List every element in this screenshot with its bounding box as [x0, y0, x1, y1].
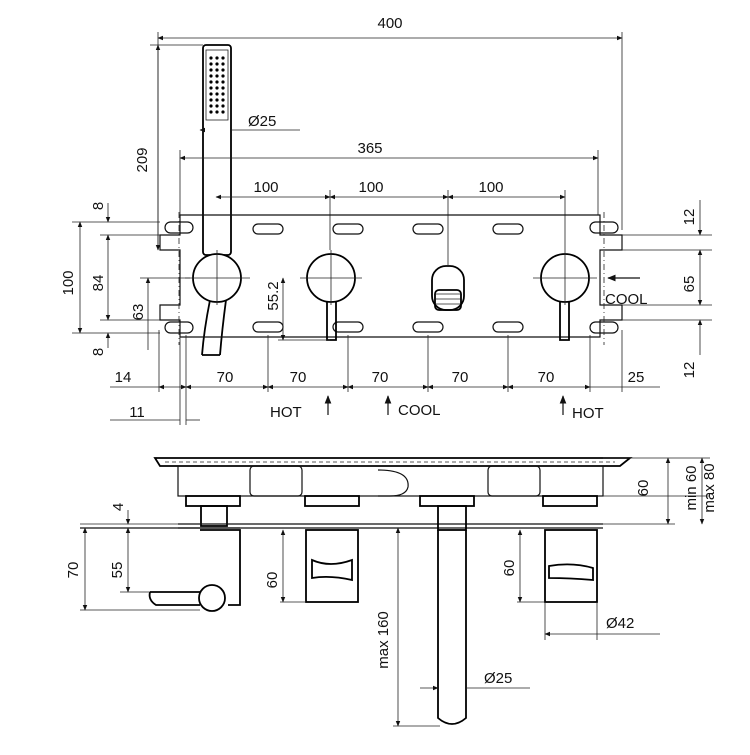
handle-right-plan [533, 250, 597, 341]
dim-depth-right: 60 min 60 max 80 [603, 457, 718, 525]
dim-70-a: 70 [217, 369, 234, 386]
dim-4-label: 4 [110, 503, 127, 511]
dim-365-label: 365 [357, 140, 382, 157]
dim-plate-width: 365 [179, 140, 599, 215]
flow-labels: HOT COOL HOT [270, 395, 604, 422]
spray-holes [209, 56, 225, 114]
dim-70-d: 70 [452, 369, 469, 386]
dim-right-stack: 12 65 12 [622, 200, 712, 378]
dim-400-label: 400 [377, 15, 402, 32]
dim-handshower-diameter: Ø25 [199, 113, 300, 133]
dim-209-label: 209 [134, 147, 151, 172]
dim-d25-label: Ø25 [248, 113, 276, 130]
dim-60-left-handle: 60 [264, 572, 281, 589]
hand-shower [201, 44, 232, 356]
dim-25-label: 25 [628, 369, 645, 386]
dim-right-65: 65 [681, 276, 698, 293]
dim-55-2: 55.2 [265, 277, 330, 341]
dim-left-63: 63 [130, 304, 147, 321]
cartridges [185, 495, 598, 527]
dim-14-label: 14 [115, 369, 132, 386]
label-hot-right: HOT [572, 405, 604, 422]
dim-bottom-row: 14 70 70 70 70 70 25 11 [110, 330, 660, 425]
dim-spout-length: max 160 [375, 527, 440, 727]
dim-handle-diameter: Ø42 [544, 602, 660, 640]
dim-handle-heights: 60 60 [264, 529, 545, 603]
handle-left-plan [185, 250, 250, 305]
dim-100-c: 100 [478, 179, 503, 196]
dim-d42-label: Ø42 [606, 615, 634, 632]
label-cool-right: COOL [605, 291, 648, 308]
dim-spacing: 100 100 100 [215, 179, 566, 265]
dim-11-label: 11 [129, 404, 145, 421]
dim-max-160: max 160 [375, 611, 392, 669]
handle-hot-plan [300, 250, 362, 341]
dim-70-e: 70 [538, 369, 555, 386]
dim-right-12-top: 12 [681, 209, 698, 226]
dim-d25-spout: Ø25 [484, 670, 512, 687]
hot-handle-side [305, 529, 359, 603]
spout-plan [431, 265, 465, 311]
dim-60-right-handle: 60 [501, 560, 518, 577]
label-hot-left: HOT [270, 404, 302, 421]
dim-left-100: 100 [60, 270, 77, 295]
dim-70-b: 70 [290, 369, 307, 386]
dim-100-a: 100 [253, 179, 278, 196]
dim-left-84: 84 [90, 275, 107, 292]
dim-70-c: 70 [372, 369, 389, 386]
dim-55-2-label: 55.2 [265, 281, 282, 310]
diverter-handle-side [148, 529, 241, 612]
dim-max-80: max 80 [701, 463, 718, 512]
dim-right-12-bottom: 12 [681, 362, 698, 379]
valve-body [177, 465, 604, 497]
elevation-view: 60 min 60 max 80 4 70 55 60 60 [65, 457, 718, 727]
spout-side [437, 505, 467, 725]
dim-left-8-top: 8 [90, 202, 107, 210]
dim-60-depth: 60 [635, 480, 652, 497]
dim-left-elevation: 4 70 55 [65, 503, 200, 611]
mounting-plate [159, 212, 623, 345]
dim-spout-diameter: Ø25 [420, 670, 530, 691]
dim-55-label: 55 [109, 562, 126, 579]
plan-view: 400 [60, 15, 712, 425]
cool-indicator-right: COOL [605, 274, 648, 308]
dim-70-left: 70 [65, 562, 82, 579]
dim-left-stack: 8 100 84 63 8 [60, 202, 190, 356]
cover-plate [153, 457, 633, 467]
dim-209: 209 [134, 44, 203, 251]
label-cool-center: COOL [398, 402, 441, 419]
dim-left-8-bottom: 8 [90, 348, 107, 356]
dim-100-b: 100 [358, 179, 383, 196]
cool-handle-side [544, 529, 598, 603]
dim-min-60: min 60 [683, 465, 700, 510]
